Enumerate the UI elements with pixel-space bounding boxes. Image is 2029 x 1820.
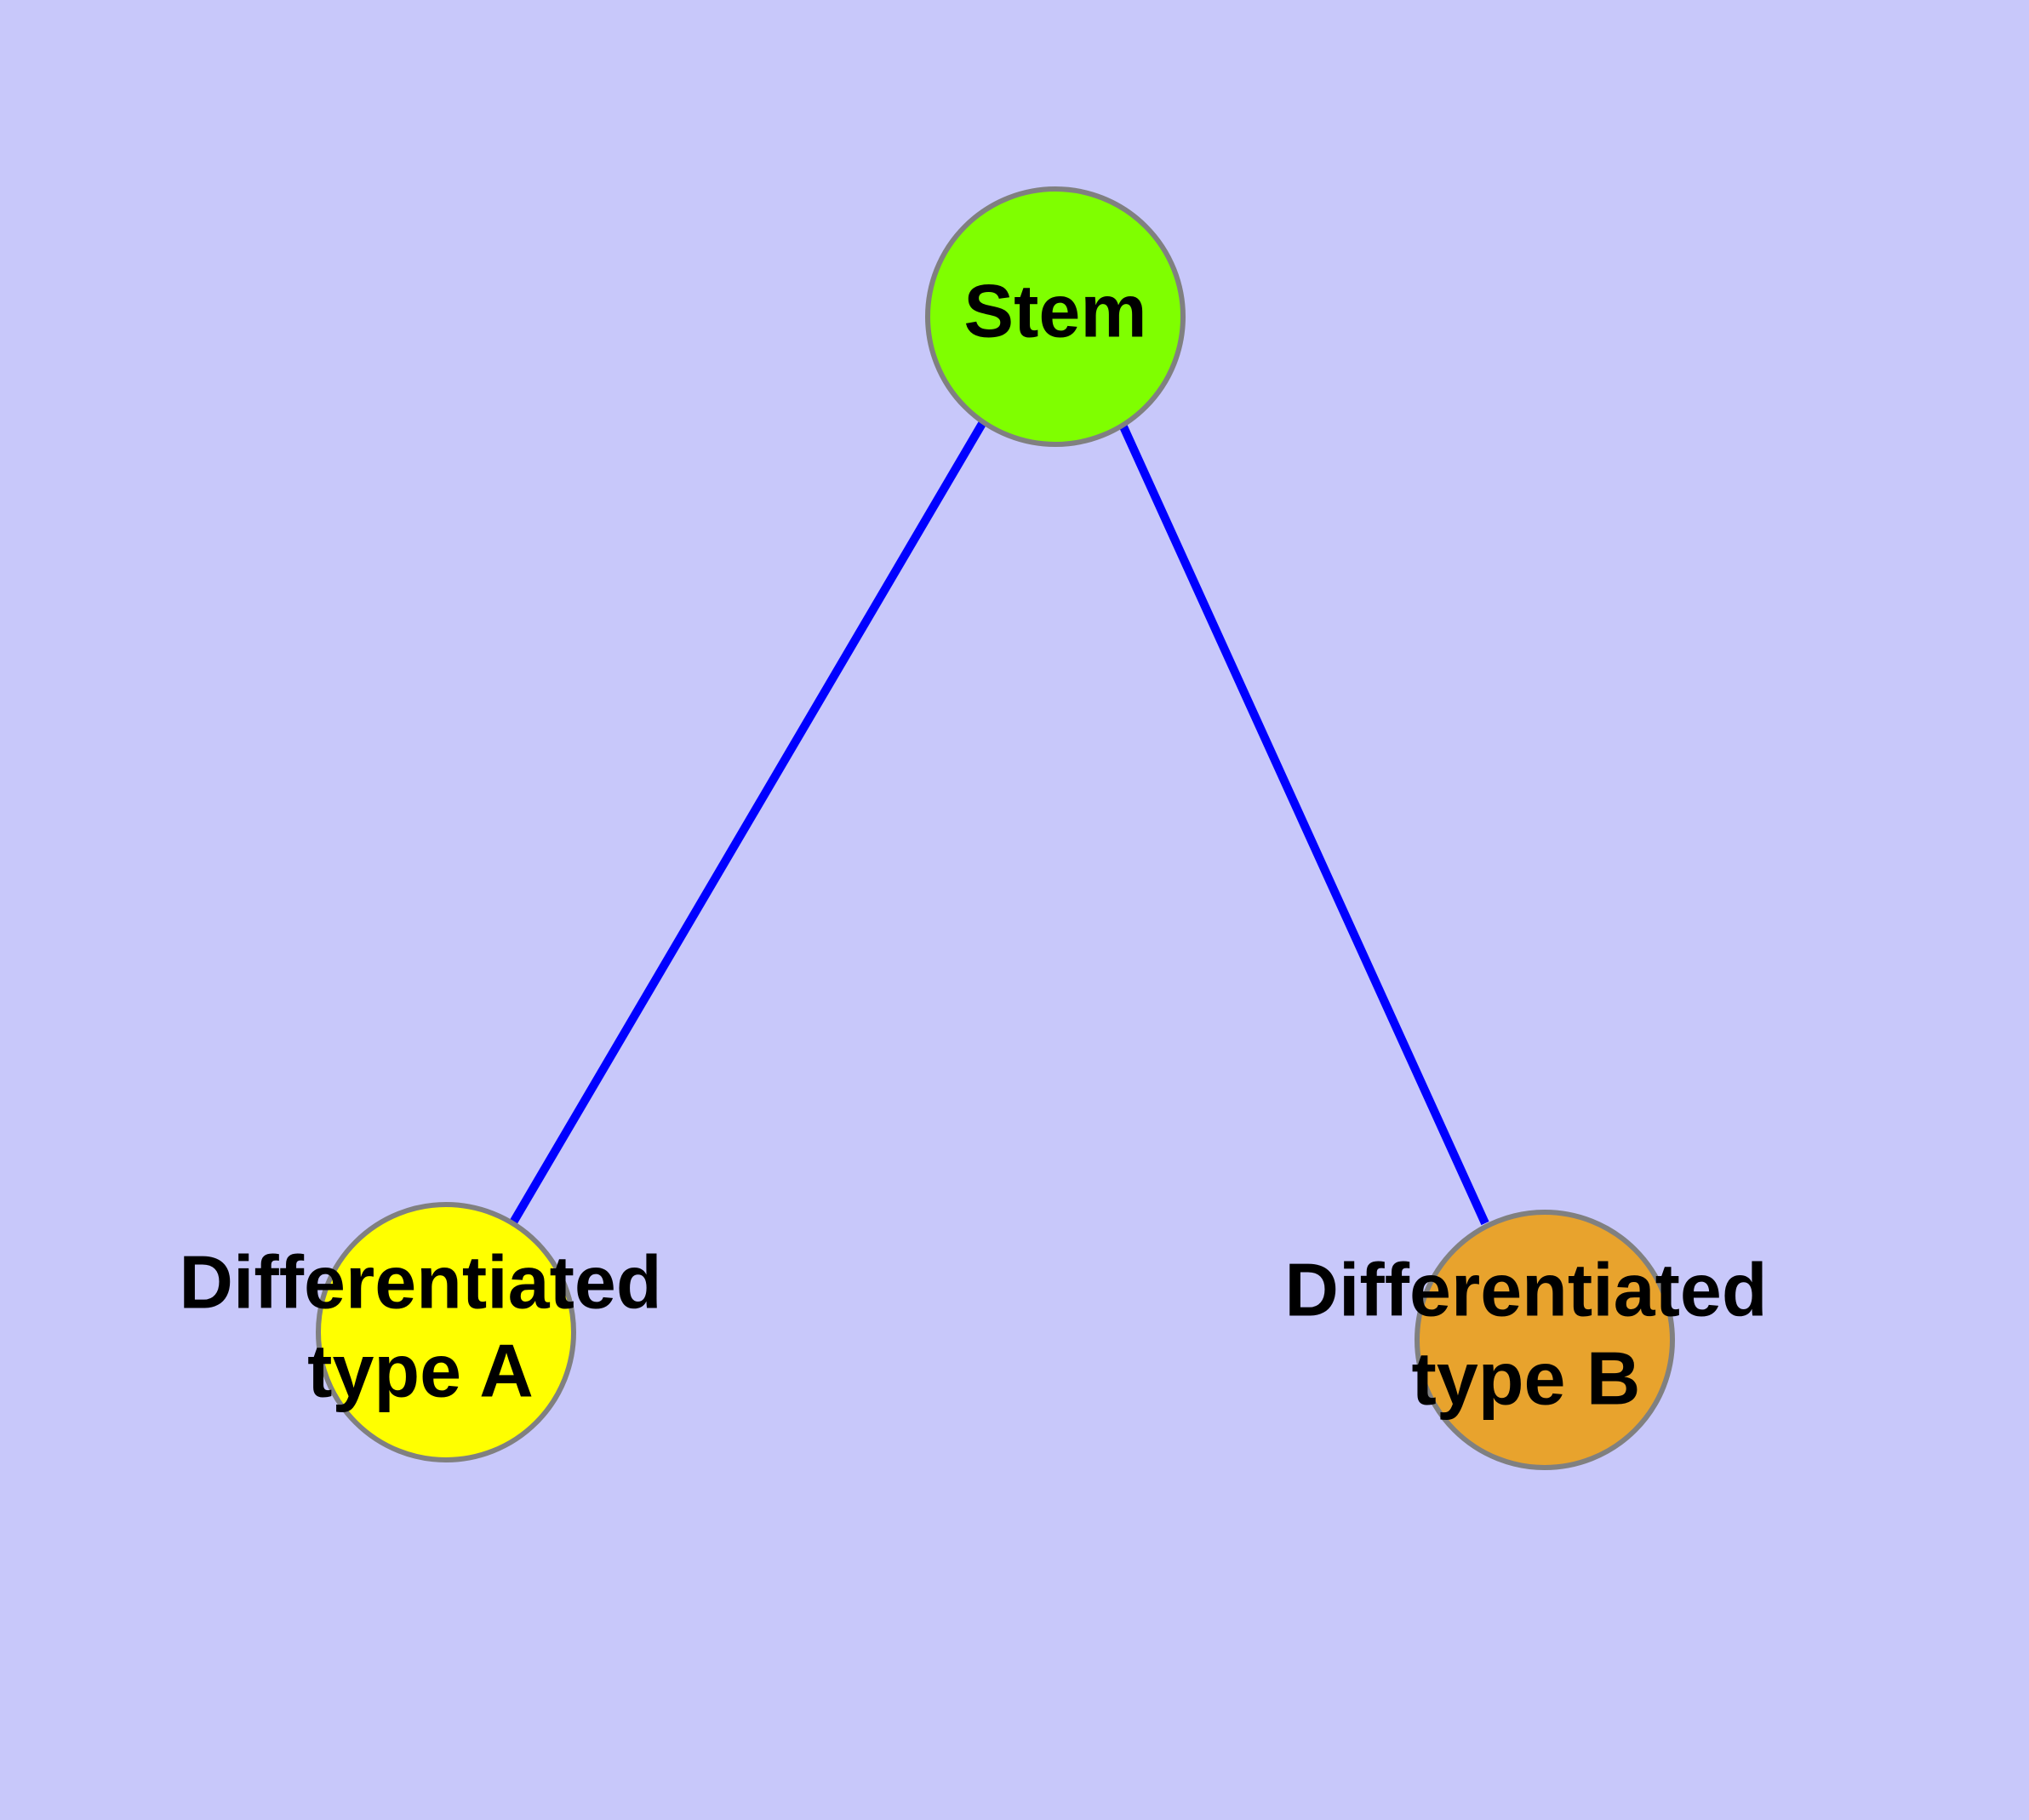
- node-circle-differentiated-type-b[interactable]: [1415, 1210, 1675, 1470]
- node-circle-differentiated-type-a[interactable]: [316, 1202, 576, 1462]
- edges-group: [509, 420, 1489, 1226]
- edge-stem-to-differentiated-type-a[interactable]: [509, 420, 987, 1225]
- node-differentiated-type-b[interactable]: Differentiated type B: [1284, 1210, 1768, 1470]
- nodes-group: Stem Differentiated type A Differentiate…: [179, 186, 1768, 1470]
- node-circle-stem[interactable]: [925, 186, 1186, 447]
- node-label-differentiated-type-a-line2: type A: [307, 1328, 534, 1412]
- node-label-differentiated-type-a-line1: Differentiated: [179, 1239, 661, 1324]
- node-label-stem-line1: Stem: [963, 268, 1146, 352]
- node-label-differentiated-type-b-line1: Differentiated: [1284, 1247, 1767, 1331]
- node-stem[interactable]: Stem: [925, 186, 1186, 447]
- edge-stem-to-differentiated-type-b[interactable]: [1118, 422, 1489, 1226]
- node-differentiated-type-a[interactable]: Differentiated type A: [179, 1202, 662, 1462]
- node-label-differentiated-type-b-line2: type B: [1412, 1336, 1641, 1420]
